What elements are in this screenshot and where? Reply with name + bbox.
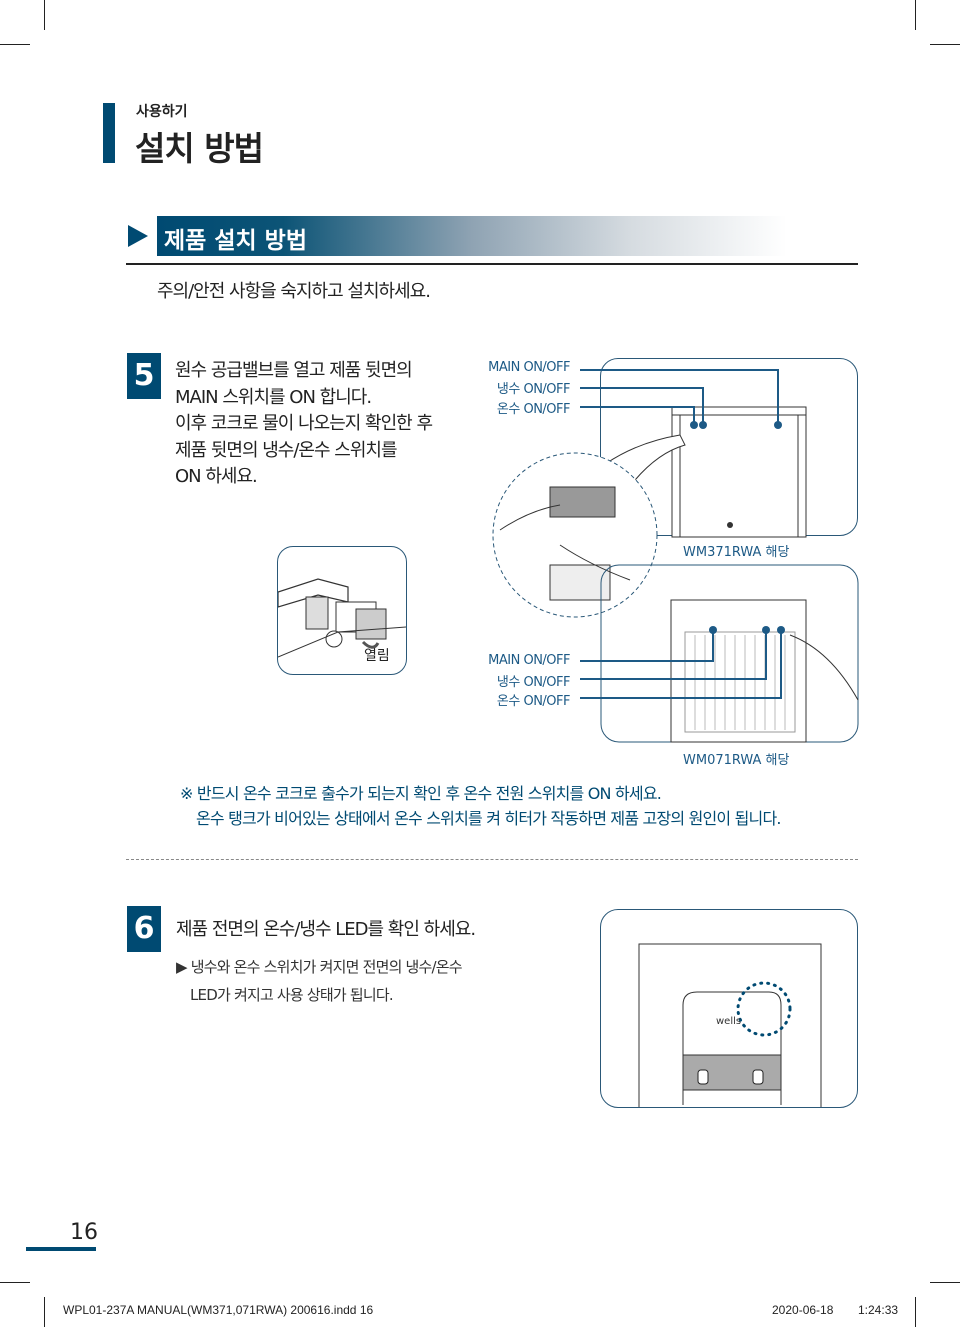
back-panel-diagram <box>492 369 859 743</box>
brand-logo: wells <box>716 1016 742 1027</box>
instruction-line: 제품 뒷면의 냉수/온수 스위치를 <box>175 439 398 461</box>
crop-mark <box>915 1297 916 1327</box>
top-model-label: WM371RWA 해당 <box>683 545 790 560</box>
crop-mark <box>0 1282 30 1283</box>
warning-note: ※ 반드시 온수 코크로 출수가 되는지 확인 후 온수 전원 스위치를 ON … <box>180 784 662 803</box>
instruction-line: 원수 공급밸브를 열고 제품 뒷면의 <box>175 360 413 381</box>
step5-instructions: 원수 공급밸브를 열고 제품 뒷면의 MAIN 스위치를 ON 합니다. 이후 … <box>175 358 433 491</box>
crop-mark <box>930 1282 960 1283</box>
step-number: 5 <box>127 353 161 399</box>
crop-mark <box>930 44 960 45</box>
valve-open-label: 열림 <box>364 648 390 664</box>
banner-title: 제품 설치 방법 <box>164 228 307 254</box>
warning-notes: ※ 반드시 온수 코크로 출수가 되는지 확인 후 온수 전원 스위치를 ON … <box>180 781 781 831</box>
bottom-cold-label: 냉수 ON/OFF <box>496 675 571 690</box>
top-main-label: MAIN ON/OFF <box>488 360 570 375</box>
top-hot-label: 온수 ON/OFF <box>496 402 571 417</box>
step-number: 6 <box>127 906 161 952</box>
crop-mark <box>0 44 30 45</box>
section-label: 사용하기 <box>136 104 188 120</box>
footer-filename: WPL01-237A MANUAL(WM371,071RWA) 200616.i… <box>63 1303 374 1317</box>
footer-date: 2020-06-18 <box>772 1303 834 1317</box>
bottom-model-label: WM071RWA 해당 <box>683 753 790 768</box>
page-title: 설치 방법 <box>135 129 264 168</box>
step6-description: ▶ 냉수와 온수 스위치가 켜지면 전면의 냉수/온수 LED가 켜지고 사용 … <box>176 953 463 1009</box>
instruction-line: MAIN 스위치를 ON 합니다. <box>175 386 372 408</box>
banner-background <box>157 216 787 256</box>
front-led-illustration: wells <box>600 909 858 1110</box>
description-line: LED가 켜지고 사용 상태가 됩니다. <box>190 986 394 1004</box>
valve-illustration: 열림 <box>277 546 407 675</box>
instruction-line: ON 하세요. <box>175 466 258 487</box>
crop-mark <box>44 1297 45 1327</box>
description-line: ▶ 냉수와 온수 스위치가 켜지면 전면의 냉수/온수 <box>176 958 463 976</box>
page-number-bar <box>26 1247 96 1251</box>
footer-time: 1:24:33 <box>858 1303 899 1317</box>
instruction-line: 이후 코크로 물이 나오는지 확인한 후 <box>175 413 433 434</box>
step6-title: 제품 전면의 온수/냉수 LED를 확인 하세요. <box>176 919 476 940</box>
bottom-hot-label: 온수 ON/OFF <box>496 694 571 709</box>
triangle-bullet-icon <box>128 225 148 247</box>
crop-mark <box>44 0 45 30</box>
valve-icon <box>277 578 407 658</box>
banner-divider <box>126 263 858 265</box>
bottom-main-label: MAIN ON/OFF <box>488 653 570 668</box>
warning-note: 온수 탱크가 비어있는 상태에서 온수 스위치를 켜 히터가 작동하면 제품 고… <box>196 809 781 828</box>
header-accent-bar <box>103 103 115 163</box>
crop-mark <box>915 0 916 30</box>
page-number: 16 <box>70 1220 98 1245</box>
section-divider <box>126 859 858 860</box>
dispenser-front-icon <box>638 943 822 1110</box>
banner-subtitle: 주의/안전 사항을 숙지하고 설치하세요. <box>157 281 431 302</box>
top-cold-label: 냉수 ON/OFF <box>496 382 571 397</box>
